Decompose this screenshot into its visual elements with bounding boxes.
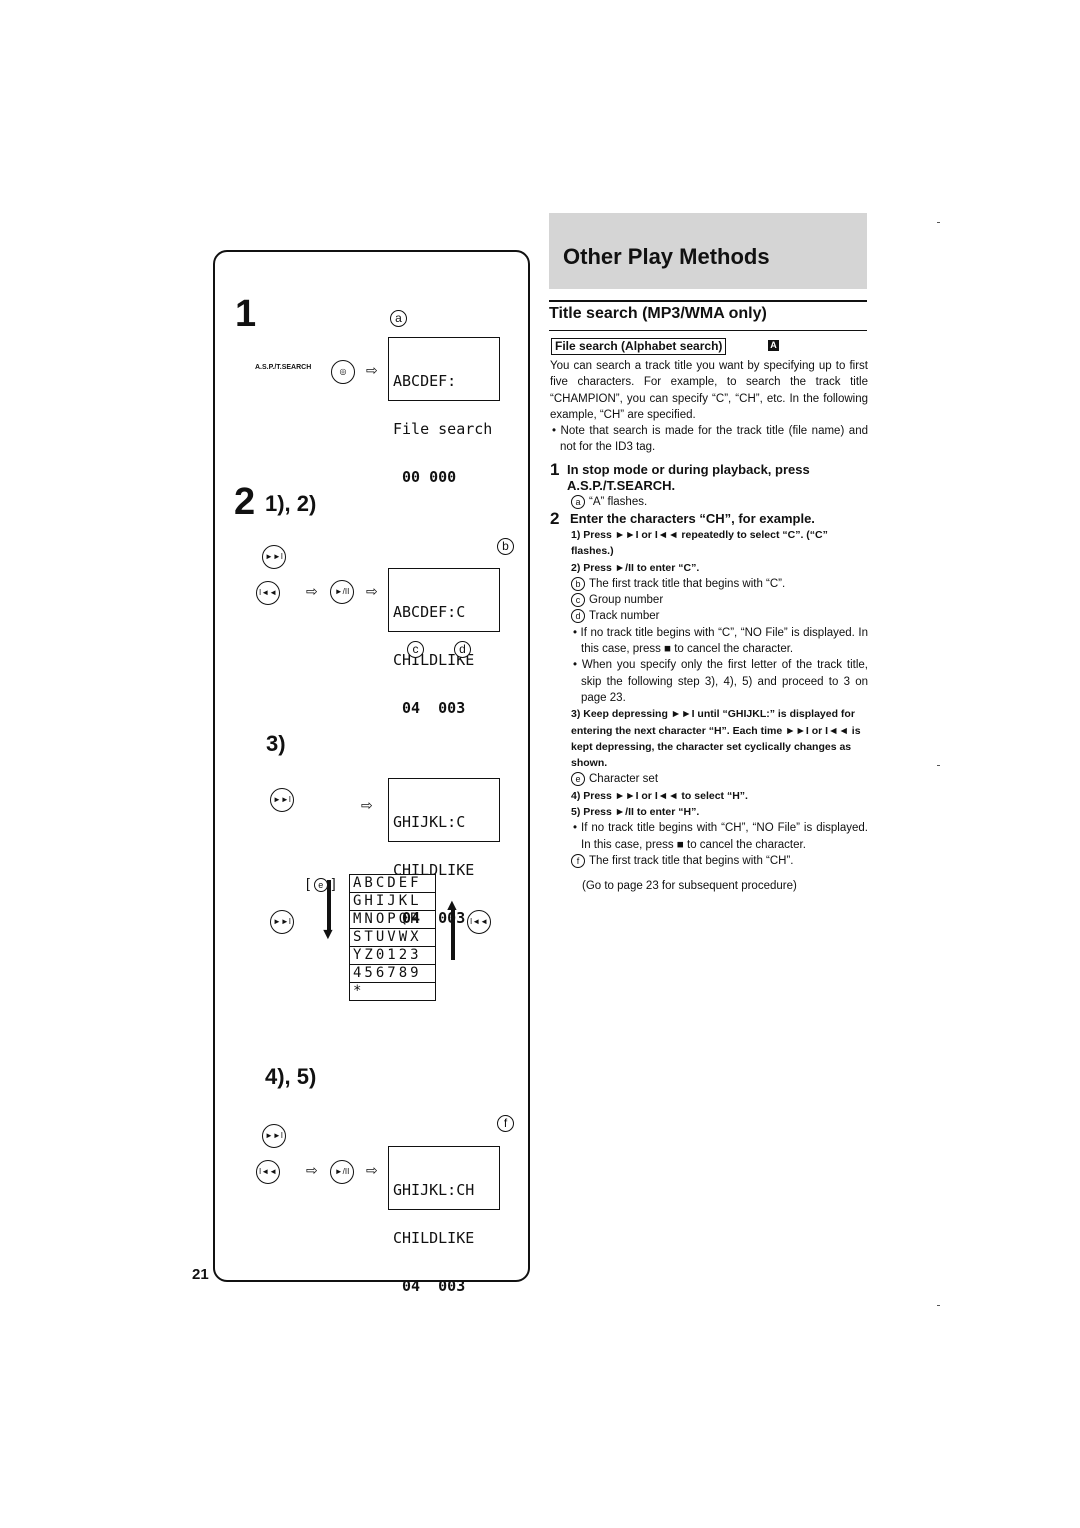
charset-row: 456789 xyxy=(350,965,435,983)
asp-button-label: A.S.P./T.SEARCH xyxy=(255,364,312,371)
callout-a: a xyxy=(390,310,407,327)
prev-button-icon: I◄◄ xyxy=(467,910,491,934)
charset-row: * xyxy=(353,983,365,999)
callout-c: c xyxy=(407,641,424,658)
charset-row: GHIJKL xyxy=(350,893,435,911)
page-number: 21 xyxy=(192,1266,209,1283)
step-2-sub-1: 1) Press ►►I or I◄◄ repeatedly to select… xyxy=(571,528,828,558)
step-2: 2 Enter the characters “CH”, for example… xyxy=(550,508,815,528)
callout-e-bracket: [ e] xyxy=(306,875,336,892)
callout-d: d xyxy=(454,641,471,658)
prev-button-icon: I◄◄ xyxy=(256,581,280,605)
step-1: 1 In stop mode or during playback, press… xyxy=(550,459,810,494)
step-2-sub-5: 5) Press ►/II to enter “H”. xyxy=(571,806,700,819)
step-3-label: 3) xyxy=(266,731,286,756)
charset-row: STUVWX xyxy=(350,929,435,947)
margin-mark xyxy=(937,765,940,766)
lcd-display-3: GHIJKL:C CHILDLIKE 04 003 xyxy=(388,778,500,926)
arrow-right-icon: ⇨ xyxy=(366,362,378,378)
section-rule-top xyxy=(549,300,867,302)
prev-button-icon: I◄◄ xyxy=(256,1160,280,1184)
step-45-label: 4), 5) xyxy=(265,1064,317,1089)
margin-mark xyxy=(937,1305,940,1306)
arrow-right-icon: ⇨ xyxy=(366,583,378,599)
page-title: Other Play Methods xyxy=(563,244,770,269)
arrow-right-icon: ⇨ xyxy=(306,583,318,599)
step-1-label: 1 xyxy=(235,293,257,335)
step-2-label: 2 xyxy=(234,481,256,523)
play-pause-button-icon: ►/II xyxy=(330,580,354,604)
step-2-sub-3: 3) Keep depressing ►►I until “GHIJKL:” i… xyxy=(571,708,861,770)
asp-search-button-icon: ◎ xyxy=(331,360,355,384)
callout-b: b xyxy=(497,538,514,555)
charset-row: MNOPQR xyxy=(350,911,435,929)
note-bullet: • Note that search is made for the track… xyxy=(552,425,868,454)
lcd-display-2: ABCDEF:C CHILDLIKE 04 003 xyxy=(388,568,500,716)
next-button-icon: ►►I xyxy=(270,910,294,934)
body-column: You can search a track title you want by… xyxy=(550,358,868,895)
step-2-sub-4: 4) Press ►►I or I◄◄ to select “H”. xyxy=(571,789,748,802)
charset-row: YZ0123 xyxy=(350,947,435,965)
margin-mark xyxy=(937,222,940,223)
next-button-icon: ►►I xyxy=(270,788,294,812)
arrow-right-icon: ⇨ xyxy=(306,1162,318,1178)
step-2-sub-label: 1), 2) xyxy=(265,491,317,516)
lcd-display-1: ABCDEF: File search 00 000 xyxy=(388,337,500,485)
illustration-panel xyxy=(213,250,530,1282)
section-title: Title search (MP3/WMA only) xyxy=(549,305,767,322)
header-band: Other Play Methods xyxy=(549,213,867,289)
intro-paragraph: You can search a track title you want by… xyxy=(550,360,868,421)
subsection-title: File search (Alphabet search) xyxy=(551,338,727,355)
down-arrow-icon xyxy=(327,880,331,930)
callout-f: f xyxy=(497,1115,514,1132)
bullet-no-file-c: • If no track title begins with “C”, “NO… xyxy=(573,626,868,656)
up-arrow-head-icon: ▲ xyxy=(444,897,460,914)
arrow-right-icon: ⇨ xyxy=(361,797,373,813)
goto-note: (Go to page 23 for subsequent procedure) xyxy=(582,880,797,893)
play-pause-button-icon: ►/II xyxy=(330,1160,354,1184)
down-arrow-head-icon: ▼ xyxy=(320,926,336,943)
next-button-icon: ►►I xyxy=(262,545,286,569)
section-rule-bottom xyxy=(549,330,867,331)
mode-badge: A xyxy=(768,340,779,351)
character-set-table: ABCDEF GHIJKL MNOPQR STUVWX YZ0123 45678… xyxy=(349,874,436,1001)
lcd-display-4: GHIJKL:CH CHILDLIKE 04 003 xyxy=(388,1146,500,1294)
step-1-a: a“A” flashes. xyxy=(550,494,868,510)
next-button-icon: ►►I xyxy=(262,1124,286,1148)
step-2-sub-2: 2) Press ►/II to enter “C”. xyxy=(571,561,700,574)
up-arrow-icon xyxy=(451,910,455,960)
charset-row: ABCDEF xyxy=(350,875,435,893)
arrow-right-icon: ⇨ xyxy=(366,1162,378,1178)
bullet-no-file-ch: • If no track title begins with “CH”, “N… xyxy=(573,822,868,851)
bullet-skip-steps: • When you specify only the first letter… xyxy=(573,659,868,704)
